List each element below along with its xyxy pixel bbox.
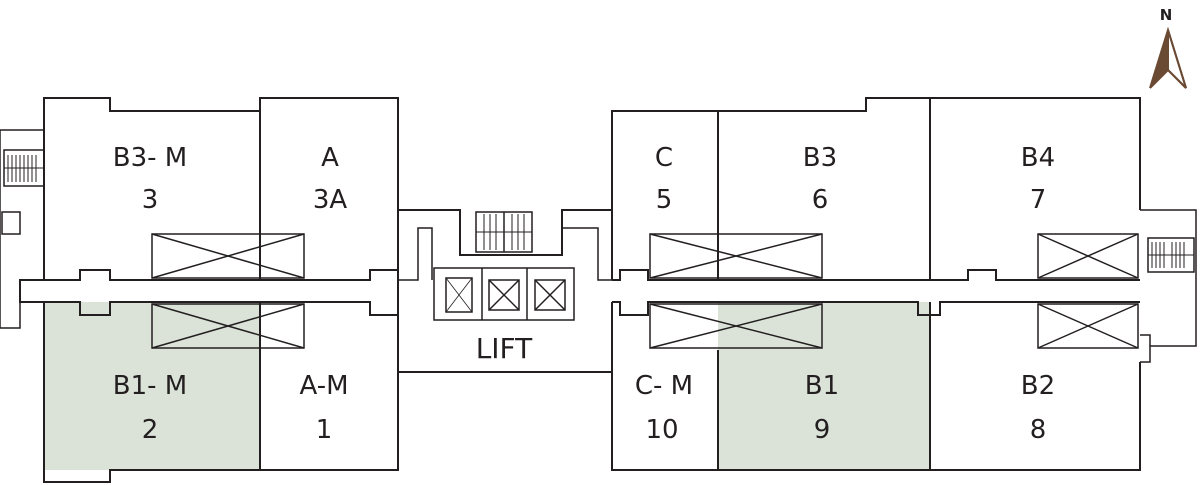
unit-10-label[interactable]: C- M 10 — [635, 371, 693, 445]
unit-type: C- M — [635, 371, 693, 401]
unit-number: 3 — [142, 185, 159, 215]
unit-1-label[interactable]: A-M 1 — [299, 371, 348, 445]
unit-5-label[interactable]: C 5 — [655, 143, 673, 215]
unit-type: A — [321, 143, 339, 173]
west-void-top — [151, 233, 305, 279]
unit-number: 10 — [645, 415, 678, 445]
unit-9-label[interactable]: B1 9 — [805, 371, 839, 445]
unit-8-label[interactable]: B2 8 — [1021, 371, 1055, 445]
unit-type: C — [655, 143, 673, 173]
west-void-bottom — [151, 303, 305, 349]
unit-7-label[interactable]: B4 7 — [1021, 143, 1055, 215]
unit-type: B2 — [1021, 371, 1055, 401]
unit-number: 7 — [1030, 185, 1047, 215]
unit-number: 3A — [313, 185, 348, 215]
unit-number: 9 — [814, 415, 831, 445]
unit-number: 6 — [812, 185, 829, 215]
unit-type: B1- M — [113, 371, 187, 401]
lift-label: LIFT — [476, 332, 533, 365]
east-wing-walls — [611, 97, 1141, 471]
unit-type: B3- M — [113, 143, 187, 173]
unit-number: 2 — [142, 415, 159, 445]
east-stair — [1140, 209, 1197, 363]
unit-type: B3 — [803, 143, 837, 173]
unit-number: 8 — [1030, 415, 1047, 445]
unit-3-label[interactable]: B3- M 3 — [113, 143, 187, 215]
unit-2-label[interactable]: B1- M 2 — [113, 371, 187, 445]
unit-3a-label[interactable]: A 3A — [313, 143, 348, 215]
west-wing-walls — [19, 97, 399, 483]
unit-type: B4 — [1021, 143, 1055, 173]
east-void-bottom-left — [649, 303, 823, 349]
east-void-top-right — [1037, 233, 1139, 279]
north-arrow-icon — [1149, 26, 1187, 89]
unit-number: 5 — [656, 185, 673, 215]
east-void-bottom-right — [1037, 303, 1139, 349]
unit-type: B1 — [805, 371, 839, 401]
lift-core-inner — [398, 227, 612, 321]
unit-number: 1 — [316, 415, 333, 445]
unit-type: A-M — [299, 371, 348, 401]
east-void-top-left — [649, 233, 823, 279]
core-stair — [475, 211, 533, 253]
unit-6-label[interactable]: B3 6 — [803, 143, 837, 215]
west-stair — [0, 129, 45, 329]
north-label: N — [1160, 6, 1173, 24]
